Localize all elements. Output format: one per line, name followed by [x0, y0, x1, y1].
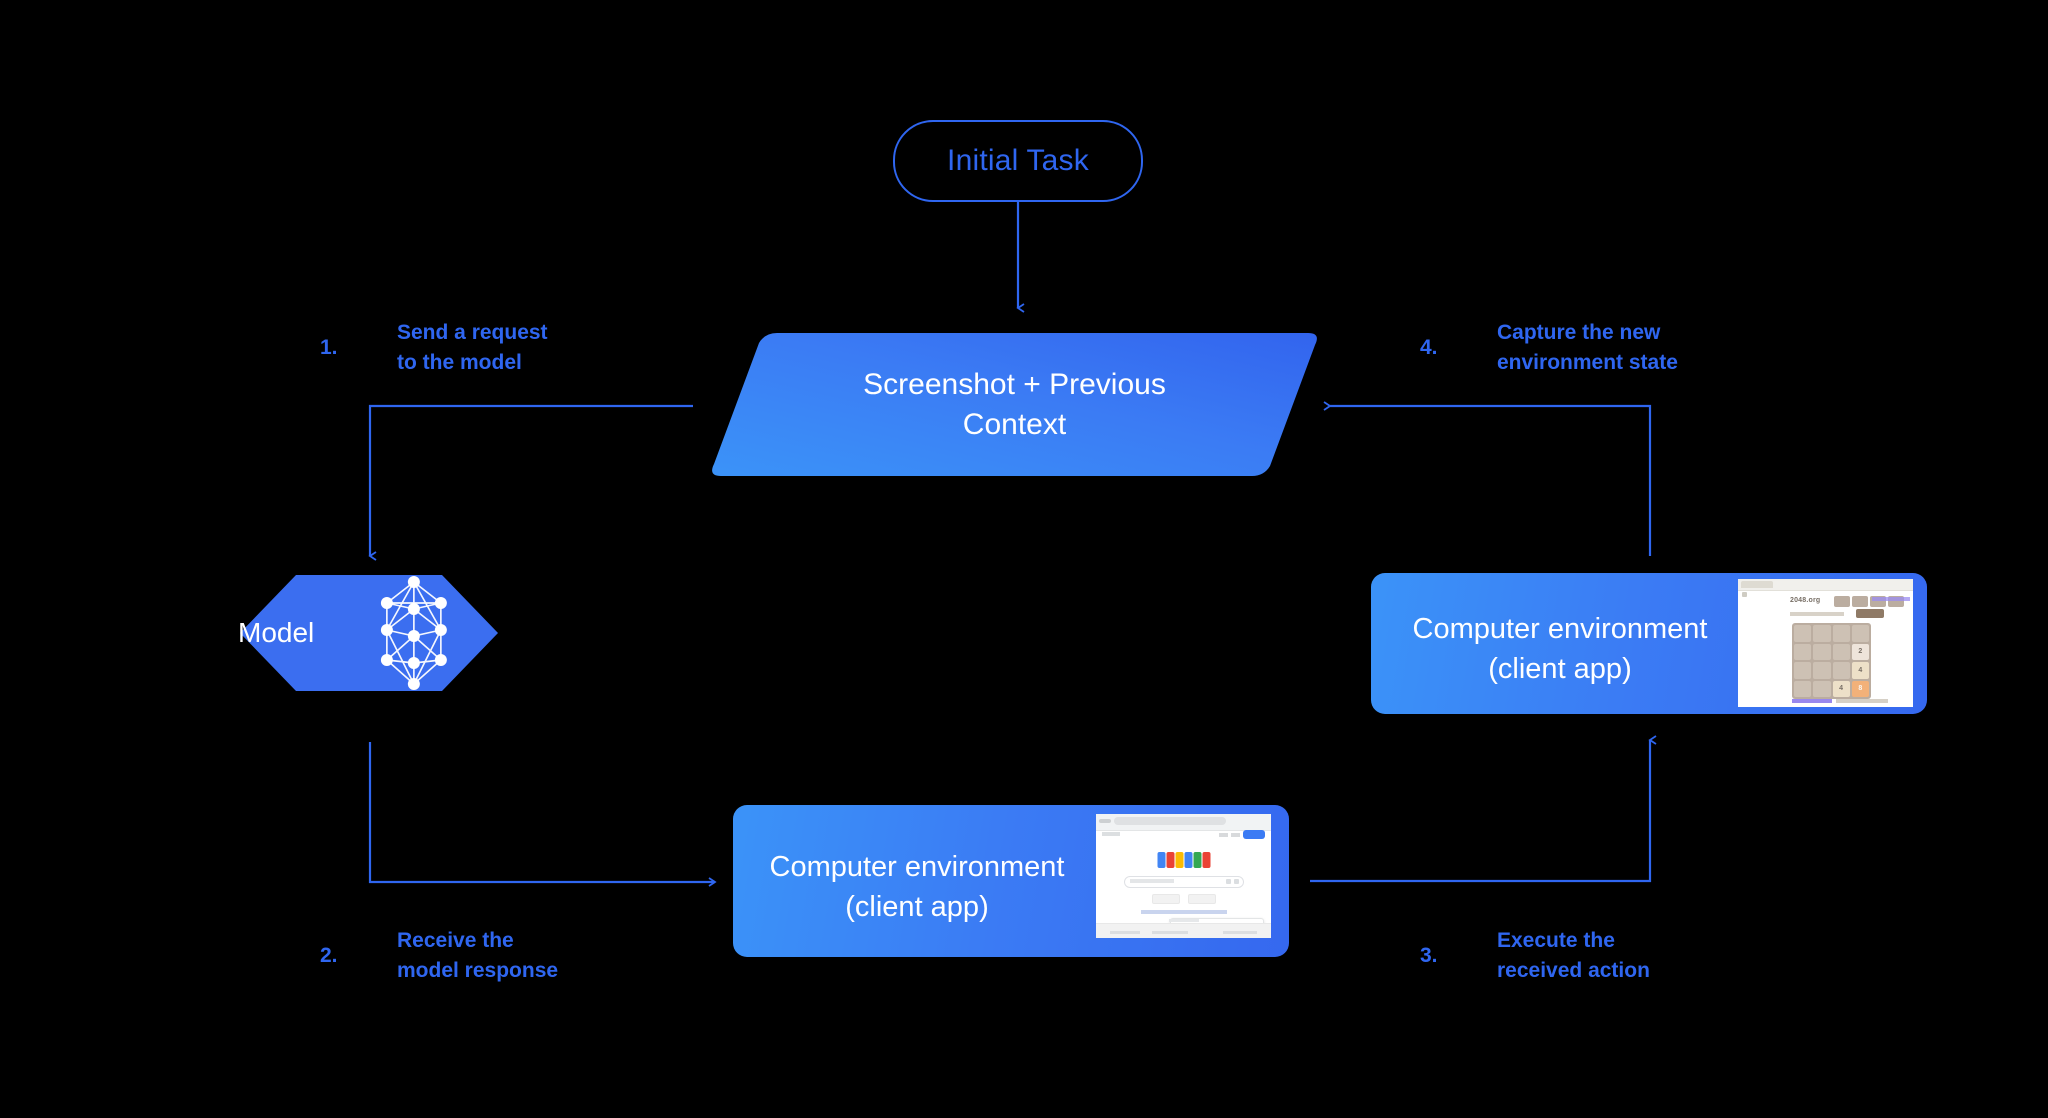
2048-score-boxes	[1834, 596, 1904, 607]
new-game-button[interactable]	[1856, 609, 1884, 618]
language-options	[1140, 910, 1227, 914]
initial-task-label: Initial Task	[947, 144, 1089, 177]
logo-letter	[1166, 852, 1174, 868]
logo-letter	[1184, 852, 1192, 868]
microphone-icon[interactable]	[1226, 879, 1231, 884]
logo-letter	[1157, 852, 1165, 868]
2048-header-links	[1872, 597, 1910, 601]
header-link	[1219, 832, 1228, 837]
tile: 8	[1851, 680, 1869, 697]
tile	[1851, 625, 1869, 642]
tile	[1794, 643, 1812, 660]
initial-task-node: Initial Task	[893, 120, 1143, 202]
tile	[1832, 662, 1850, 679]
2048-footer-link	[1792, 699, 1832, 703]
tile	[1794, 662, 1812, 679]
bookmarks-bar	[1102, 832, 1120, 836]
2048-site-title: 2048.org	[1790, 597, 1821, 604]
page-icon	[1742, 592, 1747, 597]
step-4-text: Capture the new environment state	[1497, 321, 1678, 374]
google-footer	[1096, 923, 1271, 938]
step-2-text: Receive the model response	[397, 929, 559, 982]
tile	[1813, 625, 1831, 642]
model-node: Model	[238, 573, 500, 693]
tile	[1794, 625, 1812, 642]
tile	[1813, 643, 1831, 660]
footer-link	[1152, 931, 1188, 934]
2048-subtitle-text	[1790, 612, 1844, 616]
tile	[1813, 662, 1831, 679]
browser-nav-buttons	[1099, 819, 1111, 823]
tile: 4	[1832, 680, 1850, 697]
header-link	[1231, 832, 1240, 837]
google-header-links	[1219, 830, 1265, 839]
google-logo	[1157, 852, 1210, 868]
tile	[1794, 680, 1812, 697]
search-placeholder	[1130, 879, 1174, 883]
2048-board: 2 4 4 8	[1792, 623, 1871, 699]
camera-icon[interactable]	[1234, 879, 1239, 884]
logo-letter	[1193, 852, 1201, 868]
address-bar	[1114, 817, 1226, 825]
google-search-button[interactable]	[1151, 894, 1180, 904]
step-1-text: Send a request to the model	[397, 321, 548, 374]
tile	[1813, 680, 1831, 697]
2048-game-thumbnail: 2048.org 2 4 4 8	[1738, 579, 1913, 707]
step-4-number: 4.	[1420, 336, 1438, 359]
step-1-number: 1.	[320, 336, 338, 359]
tile: 4	[1851, 662, 1869, 679]
step-3-number: 3.	[1420, 944, 1438, 967]
step-4-label: 4. Capture the new environment state	[1420, 310, 1720, 380]
score-box	[1888, 596, 1904, 607]
logo-letter	[1175, 852, 1183, 868]
footer-country	[1168, 919, 1199, 922]
score-box	[1834, 596, 1850, 607]
score-box	[1870, 596, 1886, 607]
tile	[1832, 643, 1850, 660]
browser-chrome-bar	[1738, 579, 1913, 591]
feeling-lucky-button[interactable]	[1187, 894, 1216, 904]
2048-footer-text	[1836, 699, 1888, 703]
logo-letter	[1202, 852, 1210, 868]
step-2-label: 2. Receive the model response	[320, 918, 600, 988]
score-box	[1852, 596, 1868, 607]
search-input-icons	[1226, 879, 1239, 884]
step-3-text: Execute the received action	[1497, 929, 1650, 982]
footer-link	[1223, 931, 1257, 934]
step-2-number: 2.	[320, 944, 338, 967]
tile	[1832, 625, 1850, 642]
context-node: Screenshot + Previous Context	[707, 331, 1322, 478]
step-1-label: 1. Send a request to the model	[320, 310, 580, 380]
browser-tab	[1741, 581, 1773, 588]
tile: 2	[1851, 643, 1869, 660]
sign-in-button[interactable]	[1243, 830, 1265, 839]
footer-link	[1110, 931, 1140, 934]
step-3-label: 3. Execute the received action	[1420, 918, 1700, 988]
google-search-thumbnail	[1096, 814, 1271, 938]
google-search-buttons	[1151, 894, 1216, 904]
